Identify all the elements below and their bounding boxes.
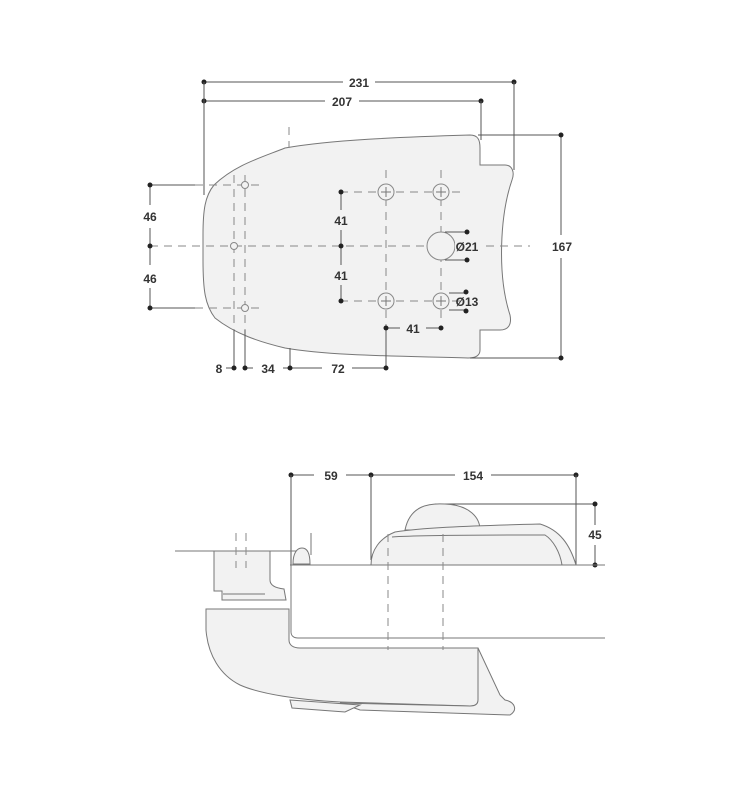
- mount-hole-left-middle: [230, 242, 238, 250]
- dim-left-hole-spacing-top: 46: [143, 210, 157, 224]
- dim-offset-b: 34: [261, 362, 275, 376]
- plan-view: 231 207 167 46 46: [143, 74, 572, 376]
- side-left-bracket: [213, 550, 287, 601]
- dim-height: 45: [588, 528, 602, 542]
- side-top-cover: [370, 523, 577, 566]
- dim-top-length: 154: [463, 469, 483, 483]
- side-view: 59 154 45: [175, 469, 605, 716]
- mount-hole-left-top: [241, 181, 249, 189]
- dim-offset-a: 8: [216, 362, 223, 376]
- side-lower-housing: [205, 608, 479, 707]
- hole-large-center: [426, 231, 456, 261]
- side-panel: [290, 564, 605, 639]
- dim-center-hole-spacing-top: 41: [334, 214, 348, 228]
- dim-large-hole-diameter: Ø21: [456, 240, 479, 254]
- dim-horizontal-hole-spacing: 41: [406, 322, 420, 336]
- dim-offset-c: 72: [331, 362, 345, 376]
- dim-small-hole-diameter: Ø13: [456, 295, 479, 309]
- dim-overall-length: 231: [349, 76, 369, 90]
- dim-body-length: 207: [332, 95, 352, 109]
- dim-center-hole-spacing-bottom: 41: [334, 269, 348, 283]
- mount-hole-left-bottom: [241, 304, 249, 312]
- dim-mount-offset: 59: [324, 469, 338, 483]
- side-dome: [404, 503, 481, 531]
- dim-overall-width: 167: [552, 240, 572, 254]
- dim-left-hole-spacing-bottom: 46: [143, 272, 157, 286]
